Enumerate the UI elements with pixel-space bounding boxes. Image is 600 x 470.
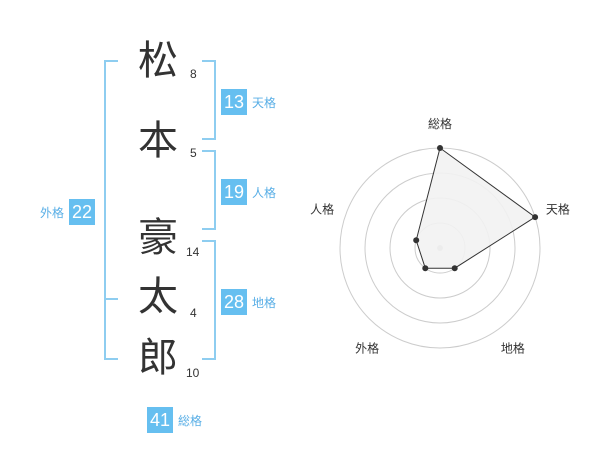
jinkaku-label: 人格: [252, 185, 277, 200]
radar-point-4: [422, 265, 429, 272]
gaikaku-badge: 外格 22: [40, 199, 96, 225]
radar-point-5: [413, 237, 420, 244]
tenkaku-value: 13: [221, 89, 247, 115]
name-char-3: 豪: [138, 215, 178, 261]
chi-bracket: [202, 240, 216, 360]
chikaku-value: 28: [221, 289, 247, 315]
radar-point-3: [451, 265, 458, 272]
gaikaku-value: 22: [69, 199, 96, 225]
jinkaku-value: 19: [221, 179, 247, 205]
sokaku-value: 41: [147, 407, 173, 433]
outer-bracket-tick: [104, 298, 118, 300]
radar-value-polygon: [415, 147, 536, 269]
name-char-4: 太: [138, 274, 178, 320]
radar-axis-label-4: 外格: [355, 340, 379, 355]
tenkaku-label: 天格: [252, 95, 277, 110]
gaikaku-label: 外格: [40, 205, 65, 220]
radar-axis-label-5: 人格: [310, 202, 334, 217]
chikaku-badge: 28 地格: [221, 289, 276, 315]
name-char-2: 本: [138, 118, 178, 164]
chikaku-label: 地格: [252, 295, 277, 310]
stroke-count-1: 8: [190, 67, 197, 81]
radar-axis-label-3: 地格: [501, 340, 525, 355]
radar-axis-label-1: 総格: [428, 116, 452, 131]
jin-bracket: [202, 150, 216, 230]
stroke-count-5: 10: [186, 366, 200, 380]
ten-bracket: [202, 60, 216, 140]
stroke-count-4: 4: [190, 306, 197, 320]
jinkaku-badge: 19 人格: [221, 179, 276, 205]
outer-bracket: [104, 60, 118, 360]
sokaku-label: 総格: [178, 413, 203, 428]
name-char-5: 郎: [138, 335, 178, 381]
sokaku-badge: 41 総格: [147, 407, 202, 433]
stroke-count-3: 14: [186, 245, 200, 259]
tenkaku-badge: 13 天格: [221, 89, 276, 115]
stroke-count-2: 5: [190, 146, 197, 160]
radar-point-1: [437, 145, 443, 151]
radar-point-2: [532, 214, 539, 221]
name-char-1: 松: [138, 38, 178, 84]
radar-axis-label-2: 天格: [546, 202, 570, 217]
